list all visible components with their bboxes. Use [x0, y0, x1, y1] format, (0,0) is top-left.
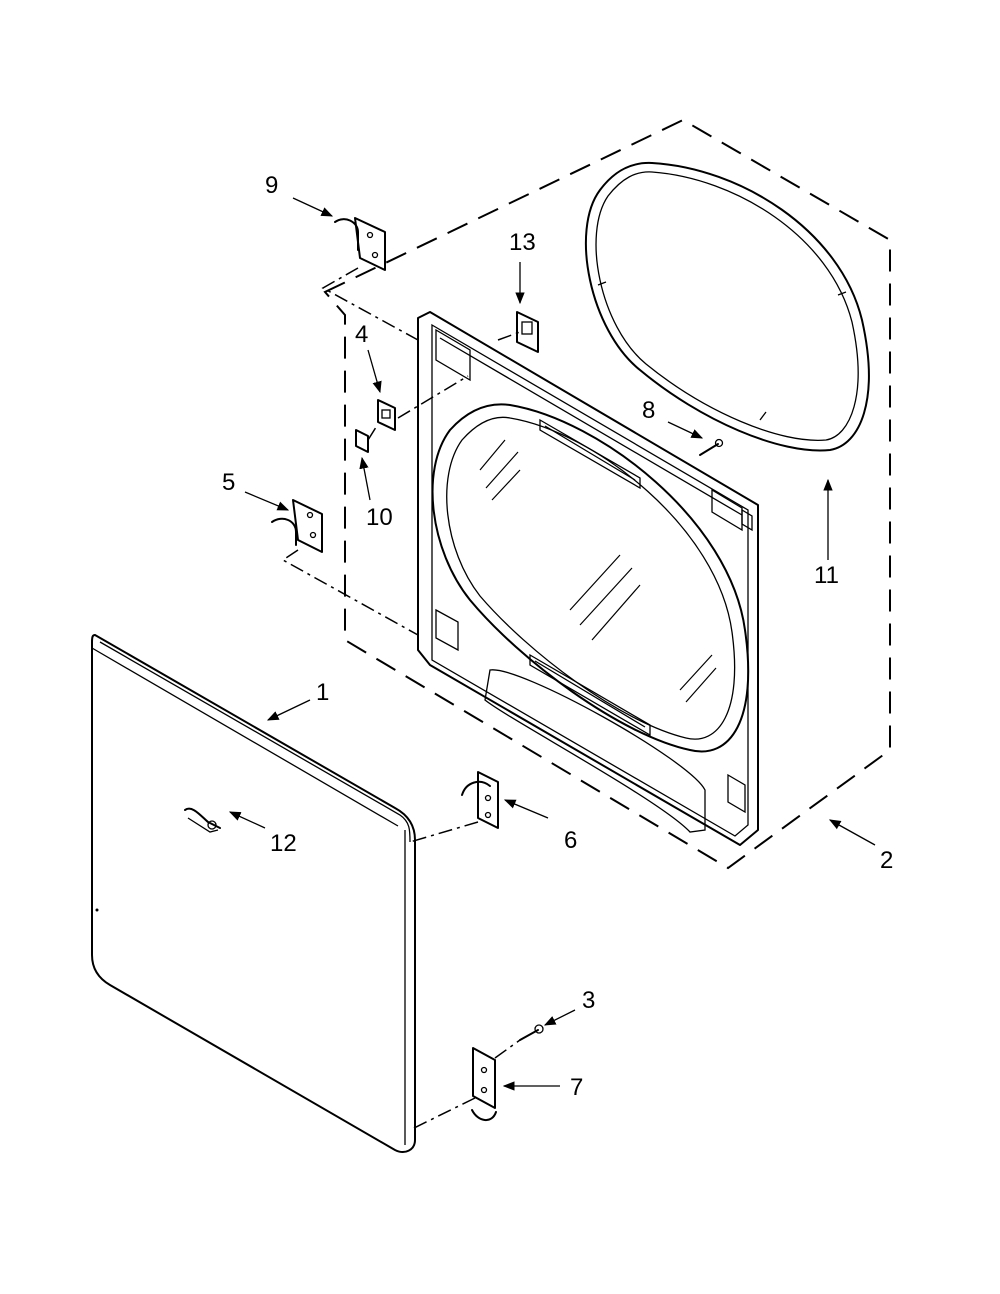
arrow-6: [503, 799, 549, 819]
callout-7: 7: [570, 1074, 583, 1101]
arrow-8: [667, 421, 704, 439]
assembly-lines: [281, 267, 521, 1131]
callout-12: 12: [270, 830, 297, 857]
callout-6: 6: [564, 827, 577, 854]
callout-2: 2: [880, 847, 893, 874]
screw-part-8: [699, 438, 724, 456]
arrow-1: [266, 699, 311, 721]
callout-labels: 9 13 4 10 5 8 11 1 12 6 2 3 7: [222, 172, 893, 1101]
bracket-part-13: [516, 311, 539, 353]
callout-1: 1: [316, 679, 329, 706]
screw-part-3: [519, 1024, 544, 1041]
callout-10: 10: [366, 504, 393, 531]
callout-8: 8: [642, 397, 655, 424]
hinge-part-9: [334, 217, 386, 271]
callout-9: 9: [265, 172, 278, 199]
arrow-5: [244, 491, 290, 511]
hinge-part-5: [271, 499, 323, 553]
cabinet-outline: [323, 118, 891, 870]
callout-5: 5: [222, 469, 235, 496]
door-seal-part-11: [584, 161, 870, 452]
arrow-10: [359, 456, 371, 501]
arrow-9: [292, 197, 334, 217]
outer-door-panel-part-1: [91, 634, 416, 1153]
leader-arrows: [228, 197, 876, 1091]
callout-3: 3: [582, 987, 595, 1014]
hinge-part-6: [461, 771, 499, 829]
latch-strike-part-4: [377, 399, 396, 431]
hinge-part-7: [471, 1047, 497, 1121]
callout-11: 11: [814, 562, 839, 589]
callout-13: 13: [509, 229, 536, 256]
inner-door-frame: [417, 311, 759, 846]
arrow-3: [543, 1009, 576, 1026]
arrow-12: [228, 811, 266, 829]
arrow-2: [828, 819, 876, 846]
arrow-4: [367, 349, 382, 394]
callout-4: 4: [355, 321, 368, 348]
latch-part-10: [355, 429, 369, 453]
